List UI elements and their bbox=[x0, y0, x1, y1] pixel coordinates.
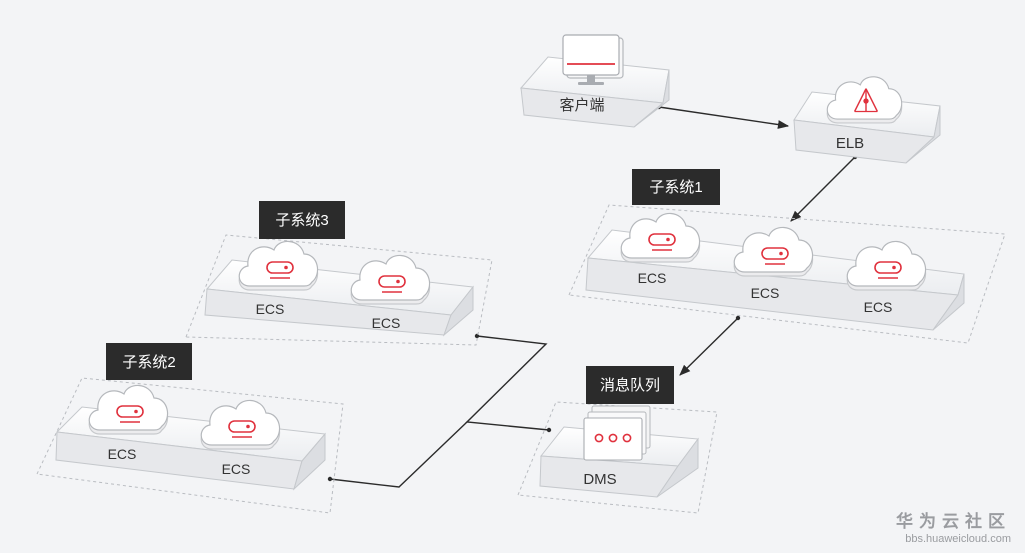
ecs-instance-3a: ECS bbox=[238, 240, 319, 317]
subsystem2-group: ECS ECS 子系统2 bbox=[36, 343, 344, 514]
client-to-elb-arrow bbox=[658, 106, 790, 129]
ecs-cloud-icon bbox=[620, 212, 701, 263]
dms-label: DMS bbox=[583, 471, 616, 488]
elb-to-subsystem1-arrow bbox=[790, 156, 856, 222]
watermark: 华为云社区 bbs.huaweicloud.com bbox=[896, 507, 1011, 545]
ecs-instance-1b: ECS bbox=[733, 226, 814, 301]
subsystem2-tag bbox=[106, 343, 192, 380]
ecs-label: ECS bbox=[222, 461, 251, 477]
ecs-cloud-icon bbox=[350, 254, 431, 305]
ecs-label: ECS bbox=[638, 270, 667, 286]
connectors bbox=[327, 104, 858, 488]
watermark-cn: 华为云社区 bbox=[896, 512, 1011, 531]
ecs-cloud-icon bbox=[238, 240, 319, 291]
elb-cloud-icon bbox=[826, 76, 903, 124]
client-label: 客户端 bbox=[559, 97, 604, 114]
client-node: 客户端 bbox=[519, 34, 670, 128]
subsystem3-tag-label: 子系统3 bbox=[275, 212, 328, 229]
subsystem1-tag-label: 子系统1 bbox=[649, 179, 702, 196]
ecs-instance-1c: ECS bbox=[846, 240, 927, 315]
subsystem3-to-mq-line bbox=[465, 335, 550, 431]
ecs-instance-2b: ECS bbox=[200, 399, 281, 477]
load-balancer-icon bbox=[853, 88, 879, 113]
ecs-instance-3b: ECS bbox=[350, 254, 431, 331]
subsystem2-tag-label: 子系统2 bbox=[122, 354, 175, 371]
elb-node: ELB bbox=[793, 76, 941, 164]
subsystem2-to-mq-line bbox=[329, 421, 468, 488]
subsystem1-tag bbox=[632, 169, 720, 205]
ecs-label: ECS bbox=[372, 315, 401, 331]
ecs-instance-2a: ECS bbox=[88, 384, 169, 462]
subsystem3-group: ECS ECS 子系统3 bbox=[185, 201, 493, 346]
subsystem1-to-mq-arrow bbox=[679, 317, 739, 376]
ecs-label: ECS bbox=[864, 299, 893, 315]
ecs-cloud-icon bbox=[200, 399, 281, 450]
ecs-cloud-icon bbox=[846, 240, 927, 291]
message-queue-tag-label: 消息队列 bbox=[600, 377, 660, 394]
subsystem3-tag bbox=[259, 201, 345, 239]
ecs-instance-1a: ECS bbox=[620, 212, 701, 286]
message-queue-tag bbox=[586, 366, 674, 404]
dms-queue-icon bbox=[583, 405, 651, 461]
elb-label: ELB bbox=[836, 135, 864, 152]
ecs-cloud-icon bbox=[88, 384, 169, 435]
monitor-icon bbox=[562, 34, 624, 85]
ecs-label: ECS bbox=[751, 285, 780, 301]
watermark-url: bbs.huaweicloud.com bbox=[905, 533, 1011, 545]
subsystem1-group: ECS ECS ECS 子系统1 bbox=[568, 169, 1006, 344]
ecs-label: ECS bbox=[108, 446, 137, 462]
ecs-cloud-icon bbox=[733, 226, 814, 277]
ecs-label: ECS bbox=[256, 301, 285, 317]
message-queue-group: DMS 消息队列 bbox=[517, 366, 718, 514]
